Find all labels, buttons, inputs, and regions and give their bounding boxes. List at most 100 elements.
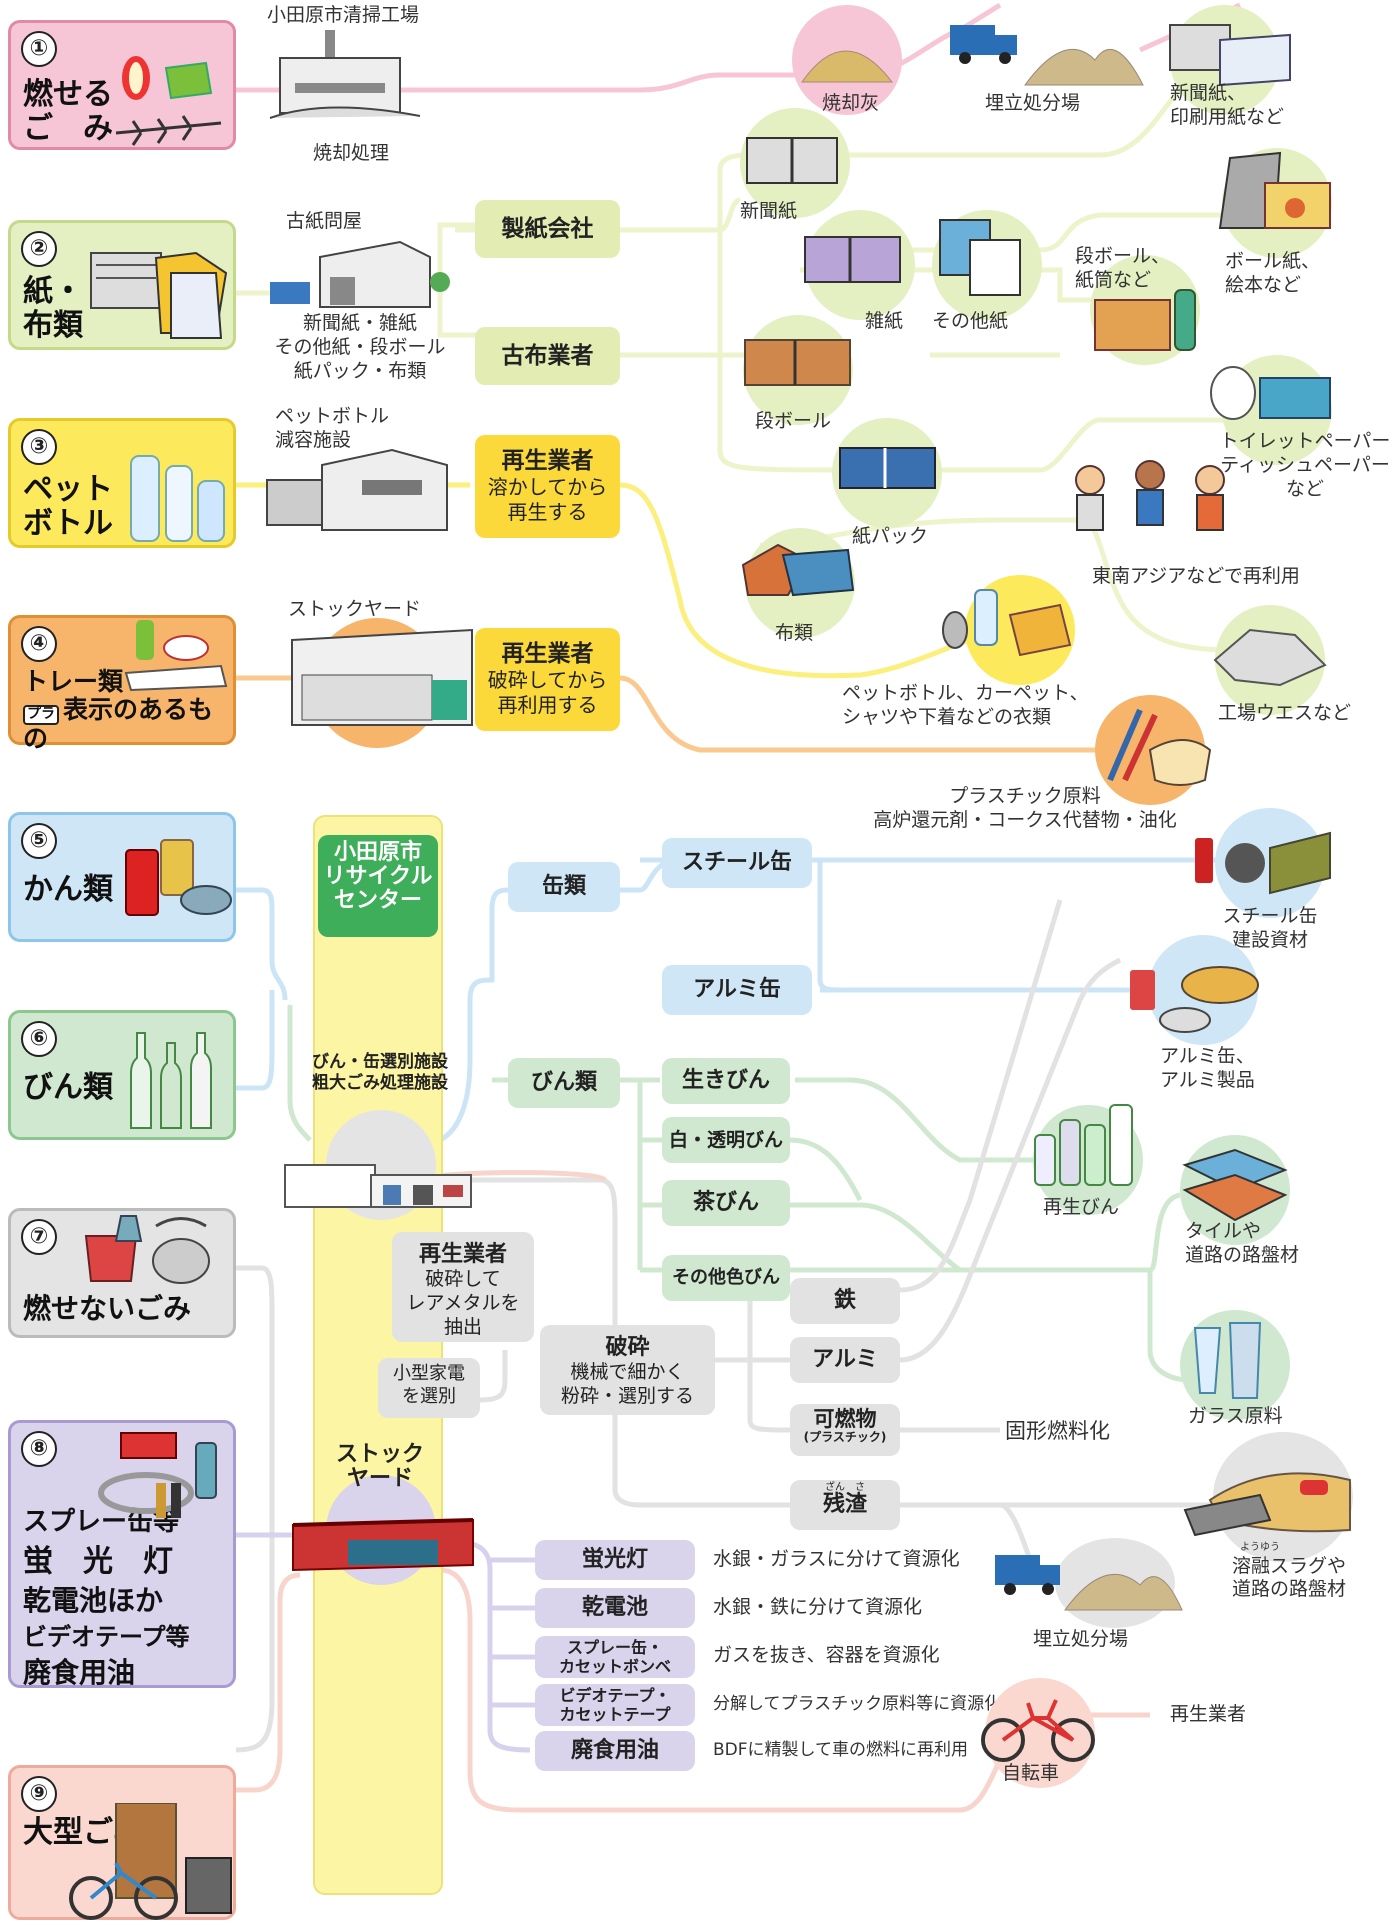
recycle-center-column [313,815,443,1895]
aluminum-tag: アルミ [790,1337,900,1383]
brown-bottle-tag: 茶びん [662,1180,790,1226]
children-icon [1075,460,1225,531]
tissue-label: トイレットペーパー ティッシュペーパー など [1219,430,1391,500]
category-burnable: ① 燃せるご み [8,20,236,150]
category-label: 紙・布類 [23,274,83,343]
battery-tag: 乾電池 [535,1588,695,1628]
old-cloth-tag: 古布業者 [475,327,620,385]
waste-oil-tag: 廃食用油 [535,1731,695,1771]
pet-carpet-label: ペットボトル、カーペット、 シャツや下着などの衣類 [842,682,1089,728]
bottles-tag: びん類 [508,1058,620,1108]
cans-tag: 缶類 [508,862,620,912]
sea-reuse-label: 東南アジアなどで再利用 [1092,565,1300,587]
slag-label: ようゆう 溶融スラグや 道路の路盤材 [1232,1542,1347,1601]
steel-out-label: スチール缶 建設資材 [1222,905,1318,951]
category-label: 燃せないごみ [23,1292,192,1325]
tile-label: タイルや 道路の路盤材 [1185,1220,1300,1266]
seisou-factory-label: 小田原市清掃工場 [267,4,420,26]
bicycle-furniture-icon [69,1803,232,1920]
newspaper-print-label: 新聞紙、 印刷用紙など [1170,82,1285,128]
alumi-can-tag: アルミ缶 [662,965,812,1015]
category-label: かん類 [23,872,113,907]
category-label: ペットボトル [23,472,113,541]
small-appliance-tag: 小型家電 を選別 [378,1358,480,1418]
category-number: ② [21,231,57,267]
category-nonburnable: ⑦ 燃せないごみ [8,1208,236,1338]
kamipack-label: 紙パック [852,525,929,547]
plastic-label: プラスチック原料 高炉還元剤・コークス代替物・油化 [873,785,1177,831]
video-tape-tag: ビデオテープ・ カセットテープ [535,1684,695,1726]
category-label: トレー類・ プラ表示のあるもの [23,667,214,753]
category-pet-bottle: ③ ペットボトル [8,418,236,548]
kamipack-icon [839,447,936,489]
fluorescent-desc: 水銀・ガラスに分けて資源化 [713,1548,960,1570]
landfill2-icon [995,1555,1183,1611]
waste-label: 工場ウエスなど [1218,702,1352,724]
other-color-bottle-tag: その他色びん [662,1255,790,1301]
sorting-facility-icon [284,1164,472,1208]
spray-bulb-battery-icon [98,1432,217,1518]
magazine-bundle-icon [804,236,901,283]
iron-tag: 鉄 [790,1278,900,1324]
other-paper-icon [939,219,1021,296]
bicycle-circle [985,1678,1095,1788]
glass-label: ガラス原料 [1188,1405,1283,1427]
category-number: ③ [21,429,57,465]
nuno-label: 布類 [775,622,814,644]
recycler-label: 再生業者 [1170,1703,1247,1725]
apple-core-fishbone-icon [115,56,222,146]
danball-bundle-icon [744,339,851,386]
plastic-mark-icon: プラ [23,705,59,725]
newspaper-shirt-icon [90,251,228,339]
stock-yard-top-label: ストックヤード [288,598,422,620]
combustible-tag: 可燃物 (プラスチック) [790,1404,900,1456]
stock-yard-icon [292,1518,474,1572]
bin-kan-facility-label: びん・缶選別施設 粗大ごみ処理施設 [312,1052,448,1094]
landfill-label: 埋立処分場 [985,92,1081,114]
incineration-label: 焼却処理 [313,142,390,164]
recycler-crush-tag: 再生業者 破砕してから 再利用する [475,628,620,731]
category-number: ⑦ [21,1219,57,1255]
ikibin-tag: 生きびん [662,1058,790,1104]
pet-carpet-icon [942,589,1072,657]
spray-desc: ガスを抜き、容器を資源化 [713,1644,940,1666]
category-number: ⑥ [21,1021,57,1057]
stock-yard-top-icon [291,628,473,726]
landfill-icon [950,25,1144,86]
paper-company-tag: 製紙会社 [475,200,620,258]
steel-can-tag: スチール缶 [662,838,812,888]
category-spray-etc: ⑧ スプレー缶等 蛍 光 灯 乾電池ほか ビデオテープ等 廃食用油 [8,1420,236,1689]
tissue-icon [1210,366,1331,420]
stock-yard-label: ストック ヤード [335,1442,424,1492]
clear-bottle-tag: 白・透明びん [662,1117,790,1163]
reuse-bottle-label: 再生びん [1043,1196,1120,1218]
category-label: スプレー缶等 蛍 光 灯 乾電池ほか ビデオテープ等 廃食用油 [23,1507,190,1689]
steel-material-icon [1195,831,1331,895]
video-desc: 分解してプラスチック原料等に資源化 [713,1694,1002,1714]
recycle-center-tag: 小田原市 リサイクル センター [318,835,438,937]
category-cans: ⑤ かん類 [8,812,236,942]
pet-bottles-icon [130,455,225,542]
spray-can-tag: スプレー缶・ カセットボンベ [535,1636,695,1678]
category-label: 燃せるご み [23,77,113,146]
plastic-material-icon [1107,708,1212,786]
category-bulky: ⑨ 大型ごみ [8,1765,236,1920]
oil-desc: BDFに精製して車の燃料に再利用 [713,1740,969,1760]
pet-facility-label: ペットボトル 減容施設 [275,405,390,451]
tray-icon [124,620,228,692]
category-number: ⑤ [21,823,57,859]
newspaper-label: 新聞紙 [740,200,798,222]
slag-road-icon [1183,1472,1351,1537]
koshi-items: 新聞紙・雑紙 その他紙・段ボール 紙パック・布類 [274,312,446,382]
glass-material-icon [1193,1322,1262,1399]
recycler-melt-tag: 再生業者 溶かしてから 再生する [475,435,620,538]
newspaper-print-icon [1169,24,1291,87]
cloth-icon [741,543,855,597]
category-number: ⑧ [21,1431,57,1467]
battery-desc: 水銀・鉄に分けて資源化 [713,1596,923,1618]
recycler-raremetal-tag: 再生業者 破砕して レアメタルを 抽出 [392,1232,534,1342]
tile-icon [1182,1148,1288,1222]
koshi-label: 古紙問屋 [286,210,363,232]
glass-bottles-icon [130,1032,212,1129]
danball-tube-icon [1094,289,1196,351]
